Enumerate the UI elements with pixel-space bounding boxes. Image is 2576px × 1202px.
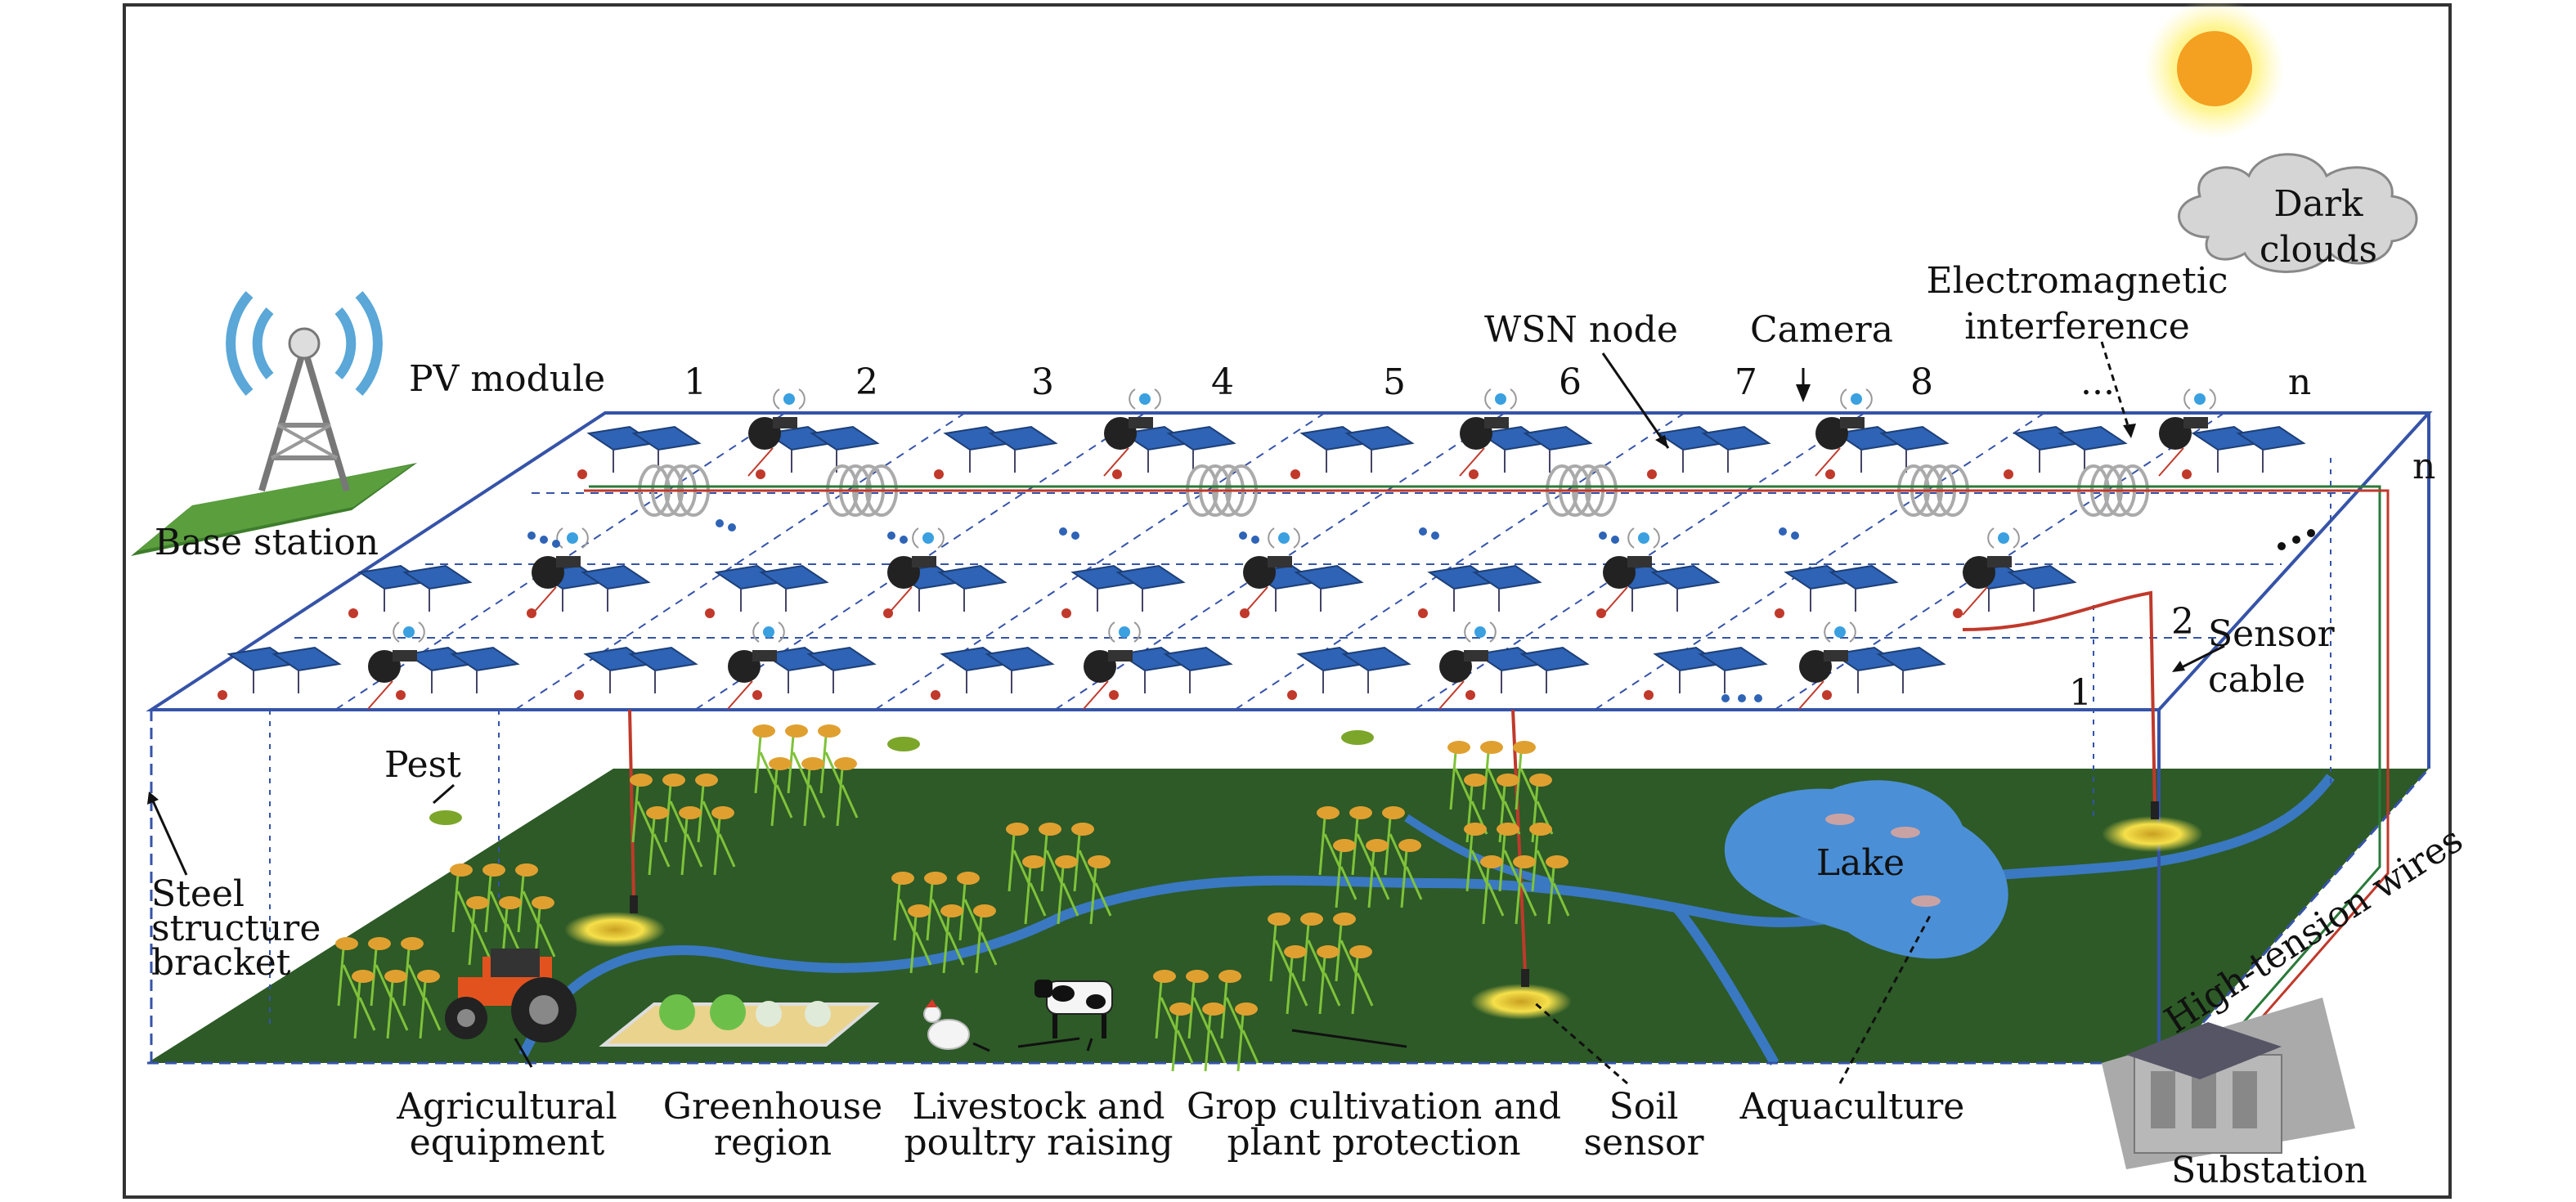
fish-icons	[1825, 814, 1941, 907]
figure-border	[123, 3, 2452, 1199]
steel-label-2: structure	[151, 908, 321, 949]
tractor-icon	[445, 949, 577, 1043]
emi-label-1: Electromagnetic	[1927, 260, 2228, 302]
column-number: 1	[684, 361, 707, 403]
leader-arrows	[150, 341, 2225, 1085]
sensor-cable-label-2: cable	[2208, 659, 2305, 701]
lake	[1724, 780, 2008, 959]
steel-label-1: Steel	[151, 873, 245, 915]
livestock-label-2: poultry raising	[904, 1122, 1173, 1164]
column-number: 6	[1559, 361, 1582, 403]
column-number: 5	[1383, 361, 1406, 403]
column-number: 7	[1735, 361, 1757, 403]
pv-module-label: PV module	[409, 358, 605, 400]
arrow-heads	[147, 384, 2185, 805]
pest-label: Pest	[384, 744, 461, 786]
emi-label-2: interference	[1964, 306, 2190, 348]
base-station-label: Base station	[155, 522, 379, 563]
base-station-icon	[131, 291, 417, 556]
soil-sensor-icons	[564, 801, 2203, 1020]
agricultural-equipment-label-1: Agricultural	[396, 1086, 617, 1128]
crop-cultivation-label-2: plant protection	[1227, 1122, 1520, 1164]
sensor-cable-label-1: Sensor	[2208, 613, 2336, 655]
column-number: 8	[1910, 361, 1933, 403]
substation-icon	[2102, 998, 2355, 1169]
greenhouse-label-2: region	[714, 1122, 832, 1164]
row-ellipsis-dots	[2278, 529, 2315, 550]
camera-label: Camera	[1750, 309, 1893, 351]
substation-label: Substation	[2171, 1150, 2367, 1191]
lake-label: Lake	[1816, 842, 1905, 884]
agricultural-equipment-label-2: equipment	[410, 1122, 605, 1164]
row-number-2: 2	[2171, 601, 2194, 643]
steel-label-3: bracket	[151, 942, 291, 984]
river	[518, 774, 2335, 1057]
row-number-1: 1	[2069, 672, 2092, 714]
dark-clouds-icon: Dark clouds	[2178, 153, 2418, 273]
greenhouse-region	[599, 994, 880, 1047]
dark-clouds-label-1: Dark	[2273, 183, 2363, 225]
camera-array	[367, 388, 2216, 710]
livestock-label-1: Livestock and	[913, 1086, 1165, 1128]
column-number: 2	[855, 361, 878, 403]
cow-icon	[1034, 980, 1113, 1038]
pest-icons	[429, 730, 1374, 825]
soil-sensor-label-1: Soil	[1609, 1086, 1679, 1128]
chicken-icon	[923, 999, 970, 1050]
column-number: n	[2288, 361, 2311, 403]
crop-plants	[335, 724, 1570, 1072]
ellipsis-dots	[527, 519, 1799, 702]
greenhouse-label-1: Greenhouse	[663, 1086, 882, 1128]
column-number: 4	[1211, 361, 1234, 403]
aquaculture-label: Aquaculture	[1739, 1086, 1965, 1128]
crop-cultivation-label-1: Grop cultivation and	[1187, 1086, 1561, 1128]
dark-clouds-label-2: clouds	[2260, 229, 2377, 271]
soil-sensor-label-2: sensor	[1583, 1122, 1704, 1164]
wsn-node-label: WSN node	[1484, 309, 1678, 351]
sensor-cable-lines	[584, 485, 2390, 1069]
sun-icon	[2144, 0, 2285, 139]
column-number: 3	[1031, 361, 1054, 403]
pv-module-array	[218, 425, 2306, 700]
row-number-n: n	[2412, 446, 2435, 487]
